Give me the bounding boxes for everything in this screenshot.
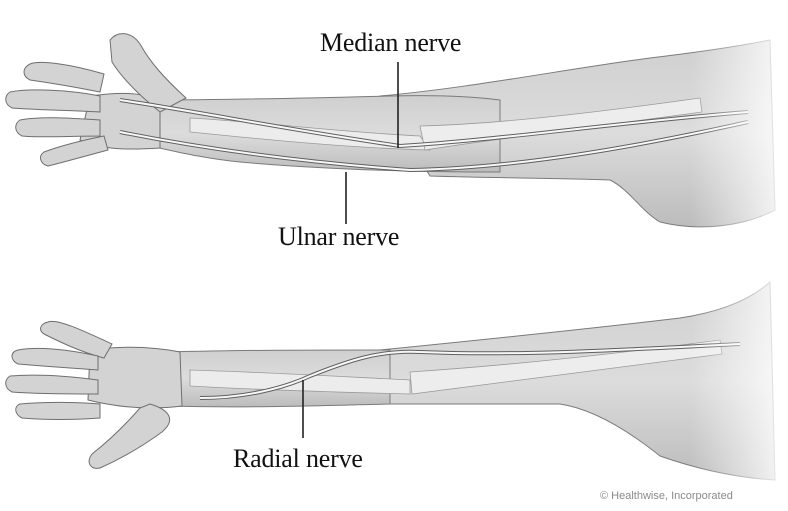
bottom-thumb: [89, 404, 169, 468]
ulnar-nerve-label: Ulnar nerve: [278, 222, 399, 252]
radial-nerve-label: Radial nerve: [233, 444, 363, 474]
top-finger-2: [6, 90, 100, 112]
bottom-finger-4: [16, 403, 100, 420]
top-arm: [6, 30, 788, 240]
top-finger-1: [24, 62, 104, 92]
top-finger-4: [41, 136, 108, 166]
median-nerve-label: Median nerve: [320, 28, 461, 58]
bottom-finger-3: [6, 375, 98, 394]
top-finger-3: [16, 118, 100, 137]
bottom-arm: [6, 270, 788, 490]
copyright-credit: © Healthwise, Incorporated: [600, 490, 733, 502]
